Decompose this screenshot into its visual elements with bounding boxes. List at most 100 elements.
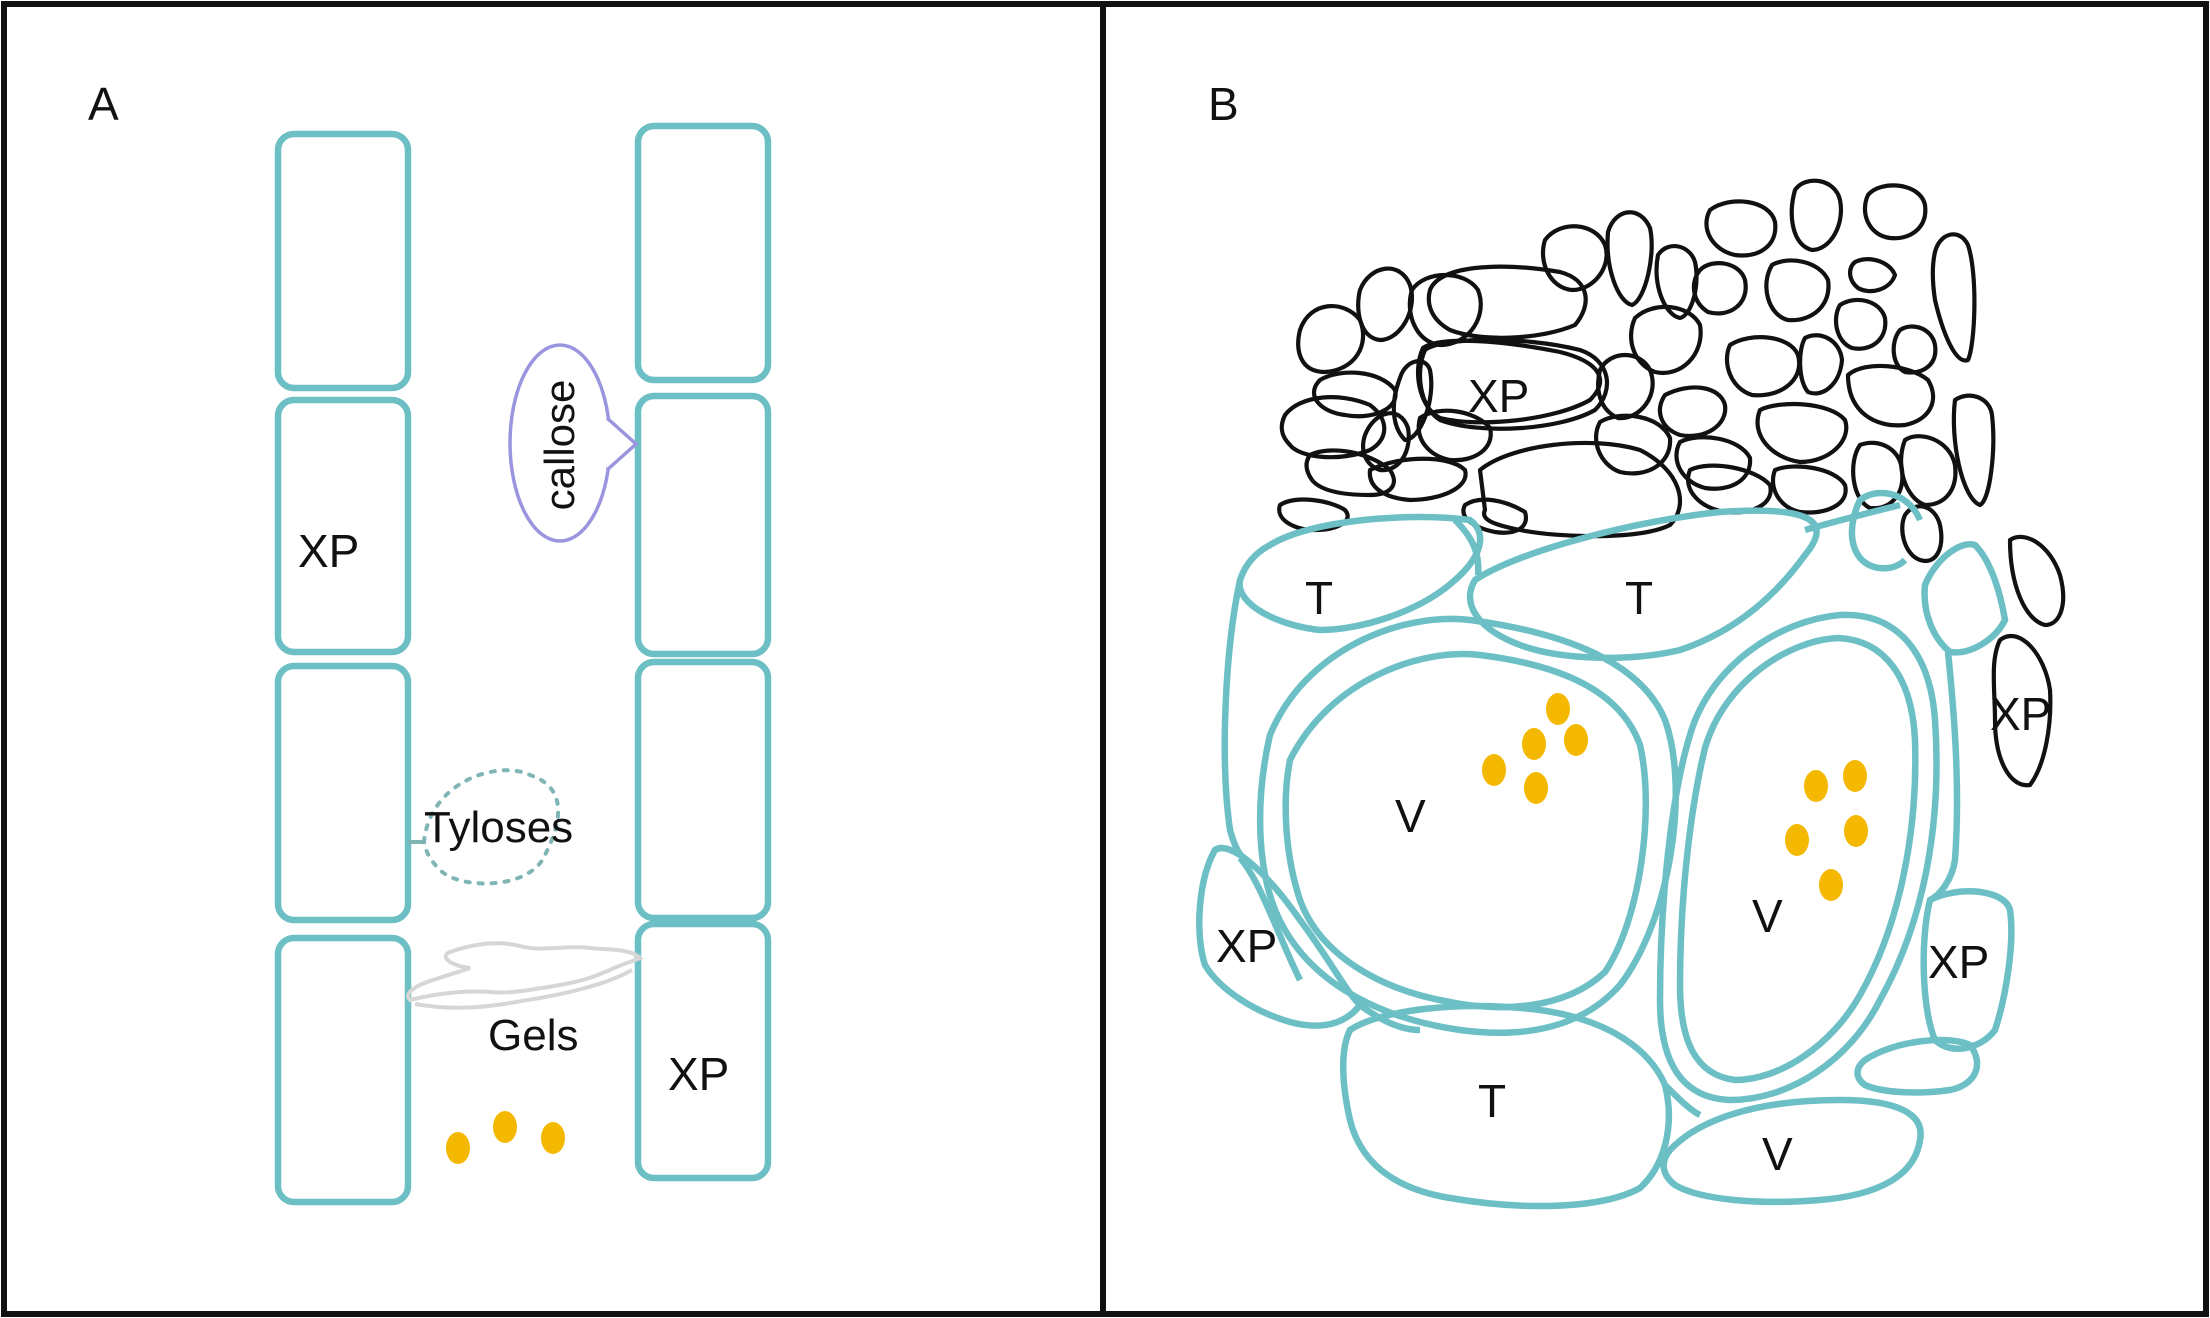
- cell-wall-segment: [1237, 855, 1303, 982]
- callose-label: callose: [536, 380, 583, 511]
- tracheid-cell: [1466, 507, 1820, 662]
- parenchyma-cell: [1605, 210, 1654, 308]
- v-label-right: V: [1752, 890, 1783, 942]
- parenchyma-cell: [1848, 257, 1898, 294]
- cell-wall-segment: [1848, 489, 1924, 572]
- xp-cell-lower-right: [1920, 888, 2015, 1052]
- pathogen-dot: [1482, 754, 1506, 786]
- xp-label-left: XP: [298, 525, 359, 577]
- vessel-cell-inner: [1676, 634, 1919, 1084]
- parenchyma-cell: [1304, 448, 1396, 498]
- parenchyma-cell: [1891, 324, 1938, 375]
- parenchyma-cell: [1798, 333, 1845, 396]
- pathogen-dot: [1546, 693, 1570, 725]
- gels-label: Gels: [488, 1011, 578, 1060]
- right-vessel-column: [634, 122, 772, 1182]
- v-label-left: V: [1395, 790, 1426, 842]
- parenchyma-cell: [1771, 464, 1848, 515]
- xp-label-right-lower: XP: [1928, 936, 1989, 988]
- vessel-cell: [1656, 611, 1940, 1104]
- panel-a: A XP XP callose Tyloses: [88, 78, 772, 1206]
- parenchyma-cell: [1851, 440, 1905, 511]
- pathogen-dot: [1785, 824, 1809, 856]
- xp-label-right-upper: XP: [1990, 688, 2051, 740]
- pathogen-dot: [493, 1111, 517, 1143]
- parenchyma-cell: [1367, 456, 1468, 503]
- parenchyma-cell: [1686, 463, 1773, 515]
- parenchyma-cell: [1755, 401, 1849, 465]
- parenchyma-cell: [1833, 297, 1888, 351]
- xylem-cell-outlines: [1196, 489, 2015, 1210]
- parenchyma-cell: [1862, 183, 1928, 241]
- pathogen-dots-a: [446, 1111, 565, 1164]
- xp-cell-lower-left: [1196, 844, 1365, 1029]
- tracheid-cell-bottom: [1340, 1002, 1673, 1210]
- vessel-element: [274, 934, 412, 1206]
- parenchyma-cell: [1691, 261, 1748, 316]
- panel-b-label: B: [1208, 78, 1239, 130]
- pathogen-dot: [1524, 772, 1548, 804]
- pathogen-dots-b: [1482, 693, 1868, 901]
- xp-label-right: XP: [668, 1048, 729, 1100]
- parenchyma-cell: [1312, 370, 1398, 419]
- parenchyma-cell: [1704, 199, 1778, 258]
- pathogen-dot: [1844, 815, 1868, 847]
- cell-wall-segment: [1804, 501, 1901, 534]
- parenchyma-cell: [1594, 413, 1673, 476]
- parenchyma-cell: [1416, 408, 1493, 463]
- cell-wall-segment: [1221, 579, 1252, 866]
- vessel-cell-inner: [1282, 650, 1650, 1011]
- tyloses: Tyloses: [408, 768, 573, 886]
- vessel-element: [634, 122, 772, 384]
- vessel-cell: [1256, 615, 1680, 1036]
- panel-b: B: [1196, 78, 2066, 1210]
- parenchyma-cell: [1899, 434, 1958, 508]
- vessel-element: [634, 920, 772, 1182]
- callose-deposit: callose: [508, 343, 639, 543]
- small-cell-lower-right: [1854, 1036, 1981, 1096]
- pathogen-dot: [541, 1122, 565, 1154]
- parenchyma-cell: [1296, 304, 1366, 375]
- callose-pointer: [605, 416, 639, 472]
- t-label-mid: T: [1625, 572, 1653, 624]
- xylem-parenchyma-cluster: [1277, 178, 2066, 788]
- pathogen-dot: [1522, 728, 1546, 760]
- parenchyma-cell: [1764, 258, 1831, 323]
- parenchyma-cell: [1657, 385, 1728, 439]
- parenchyma-cell: [1789, 178, 1844, 253]
- parenchyma-cell: [1930, 232, 1977, 363]
- pathogen-dot: [1804, 770, 1828, 802]
- parenchyma-cell: [1900, 504, 1944, 564]
- parenchyma-cell: [1477, 440, 1683, 539]
- small-cell-right: [1921, 541, 2009, 656]
- vessel-element: [274, 396, 412, 656]
- gel-mass: [414, 968, 633, 1010]
- parenchyma-cell: [1279, 395, 1387, 460]
- tracheid-cell: [1236, 513, 1484, 634]
- cell-wall-segment: [1452, 517, 1482, 576]
- parenchyma-cell: [1654, 244, 1699, 321]
- t-label-bottom: T: [1478, 1075, 1506, 1127]
- parenchyma-cell: [2007, 534, 2066, 628]
- cell-wall-segment: [1358, 1002, 1421, 1034]
- xp-cell-top: [1417, 337, 1610, 431]
- parenchyma-cell: [1540, 224, 1609, 293]
- parenchyma-cell: [1845, 363, 1936, 428]
- xp-label-top: XP: [1468, 370, 1529, 422]
- pathogen-dot: [1819, 869, 1843, 901]
- vessel-element: [274, 662, 412, 924]
- panel-a-label: A: [88, 78, 119, 130]
- t-label-left: T: [1305, 572, 1333, 624]
- parenchyma-cell: [1724, 335, 1802, 398]
- tyloses-label: Tyloses: [424, 803, 573, 852]
- tylose-outline: [421, 768, 561, 886]
- vessel-element: [274, 130, 412, 392]
- vessel-element: [634, 658, 772, 922]
- pathogen-dot: [1564, 724, 1588, 756]
- parenchyma-cell: [1991, 633, 2053, 788]
- left-vessel-column: [274, 130, 412, 1206]
- pathogen-dot: [446, 1132, 470, 1164]
